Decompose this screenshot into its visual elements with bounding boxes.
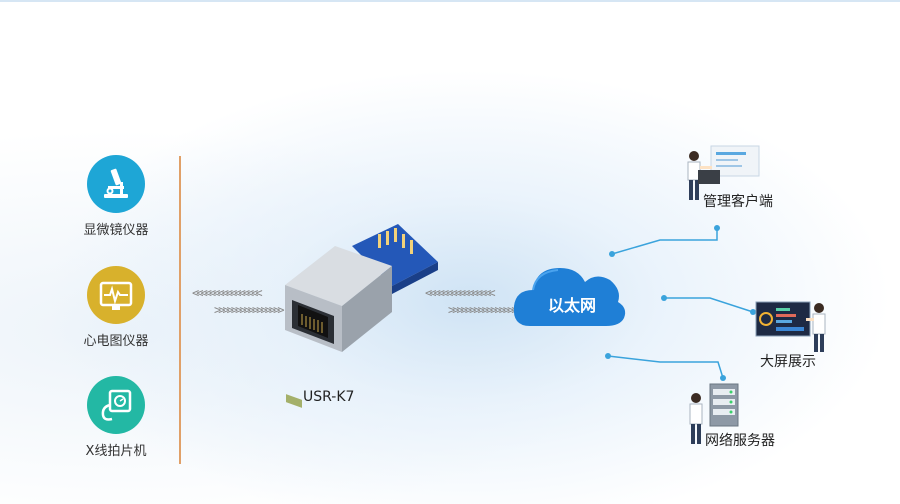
connector-lines	[607, 228, 754, 379]
device-xray: X线拍片机	[51, 376, 181, 459]
x-ray-machine-icon	[87, 376, 145, 434]
flow-chevrons-right-top: <<<<<<<<<<<<<<<<	[425, 286, 496, 300]
device-label: 显微镜仪器	[83, 223, 149, 238]
big-screen-display-icon	[755, 301, 826, 352]
flow-chevrons-left-top: <<<<<<<<<<<<<<<<	[192, 286, 263, 300]
endpoint-label-network-server: 网络服务器	[705, 433, 775, 449]
device-label: 心电图仪器	[83, 334, 149, 349]
module-label: USR-K7	[303, 389, 355, 405]
endpoint-label-big-screen: 大屏展示	[760, 354, 816, 370]
usr-k7-module	[285, 224, 438, 408]
microscope-icon	[87, 155, 145, 213]
network-label: 以太网	[547, 296, 596, 315]
flow-chevrons-left-bottom: >>>>>>>>>>>>>>>>	[214, 303, 285, 317]
top-border	[0, 0, 900, 2]
device-ecg: 心电图仪器	[51, 266, 181, 349]
device-microscope: 显微镜仪器	[51, 155, 181, 238]
admin-client-icon	[687, 145, 760, 200]
endpoint-label-admin-client: 管理客户端	[703, 194, 773, 210]
divider-line	[179, 156, 181, 464]
ecg-monitor-icon	[87, 266, 145, 324]
device-label: X线拍片机	[85, 444, 147, 459]
network-server-icon	[689, 383, 739, 444]
flow-chevrons-right-bottom: >>>>>>>>>>>>>>>>	[448, 303, 519, 317]
ethernet-cloud	[513, 268, 626, 326]
